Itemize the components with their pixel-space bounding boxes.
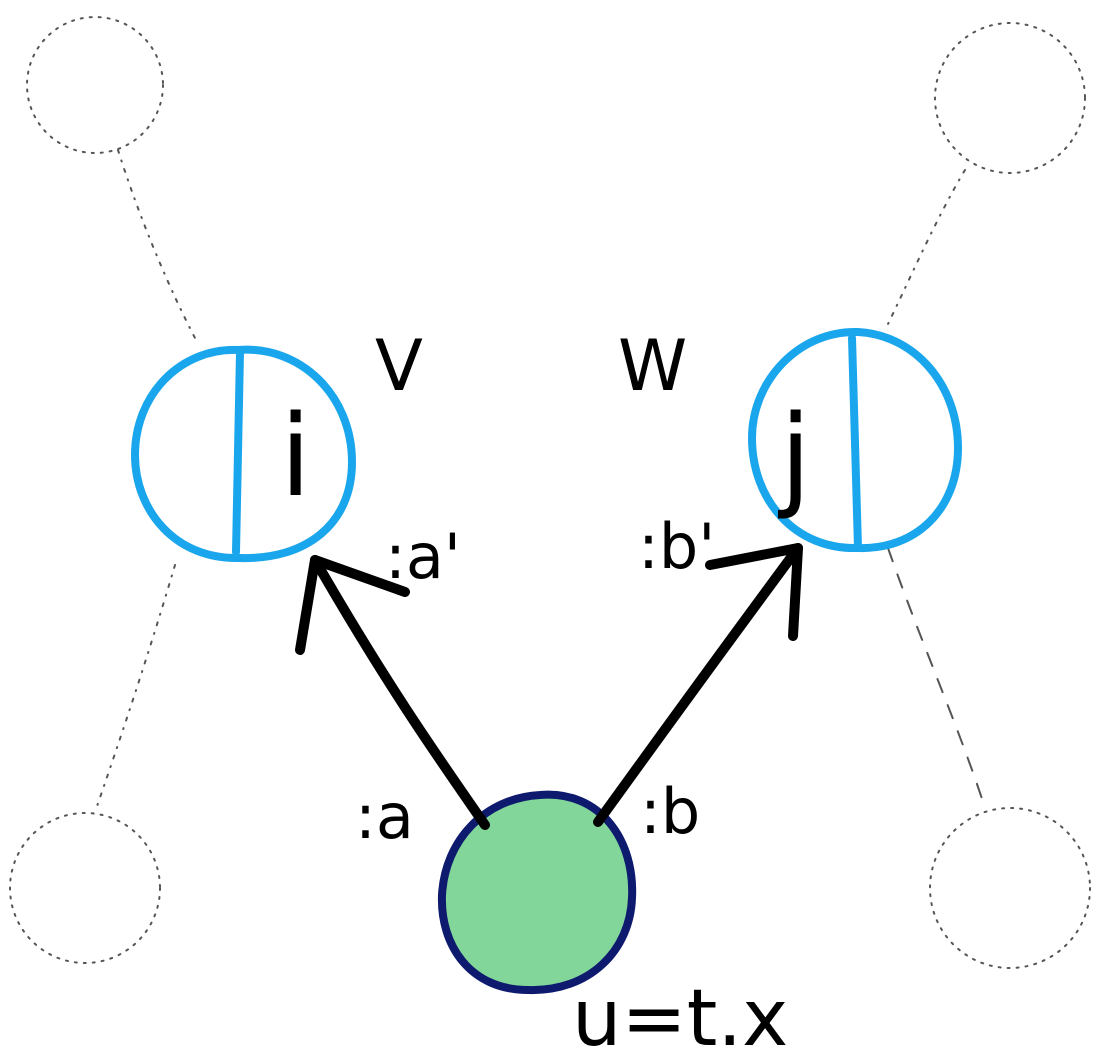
node-v-name: V [375,325,423,407]
node-v-index: i [280,392,311,522]
node-v: i V [131,325,423,563]
edge-u-w-arrowhead [705,543,803,641]
ghost-node-top-left [26,16,164,154]
node-u-body [437,790,637,995]
edge-u-v-arrowhead [295,555,410,655]
node-w: j W [618,325,962,553]
node-v-divider [232,348,244,556]
node-w-index: j [777,392,811,522]
ghost-edge-top-left [117,149,196,339]
ghost-node-bottom-right [929,807,1091,969]
edge-u-w: :b :b' [593,510,803,848]
ghost-node-top-right [934,22,1086,174]
ghost-edge-bottom-left [94,564,176,813]
edge-u-w-source-label: :b [640,775,700,848]
edge-u-v-source-label: :a [355,780,414,853]
node-w-divider [848,334,862,552]
edge-u-v: :a :a' [295,520,490,853]
node-w-name: W [618,325,687,407]
node-u: u=t.x [437,790,788,1061]
node-v-outline [131,345,356,563]
node-u-label: u=t.x [572,974,788,1061]
ghost-node-bottom-left [9,812,161,964]
edge-u-v-line [310,555,490,830]
ghost-edge-bottom-right [887,547,986,809]
edge-u-w-line [593,543,803,827]
ghost-edge-top-right [884,169,966,331]
edge-u-v-target-label: :a' [385,520,461,593]
edge-u-w-target-label: :b' [638,510,715,583]
